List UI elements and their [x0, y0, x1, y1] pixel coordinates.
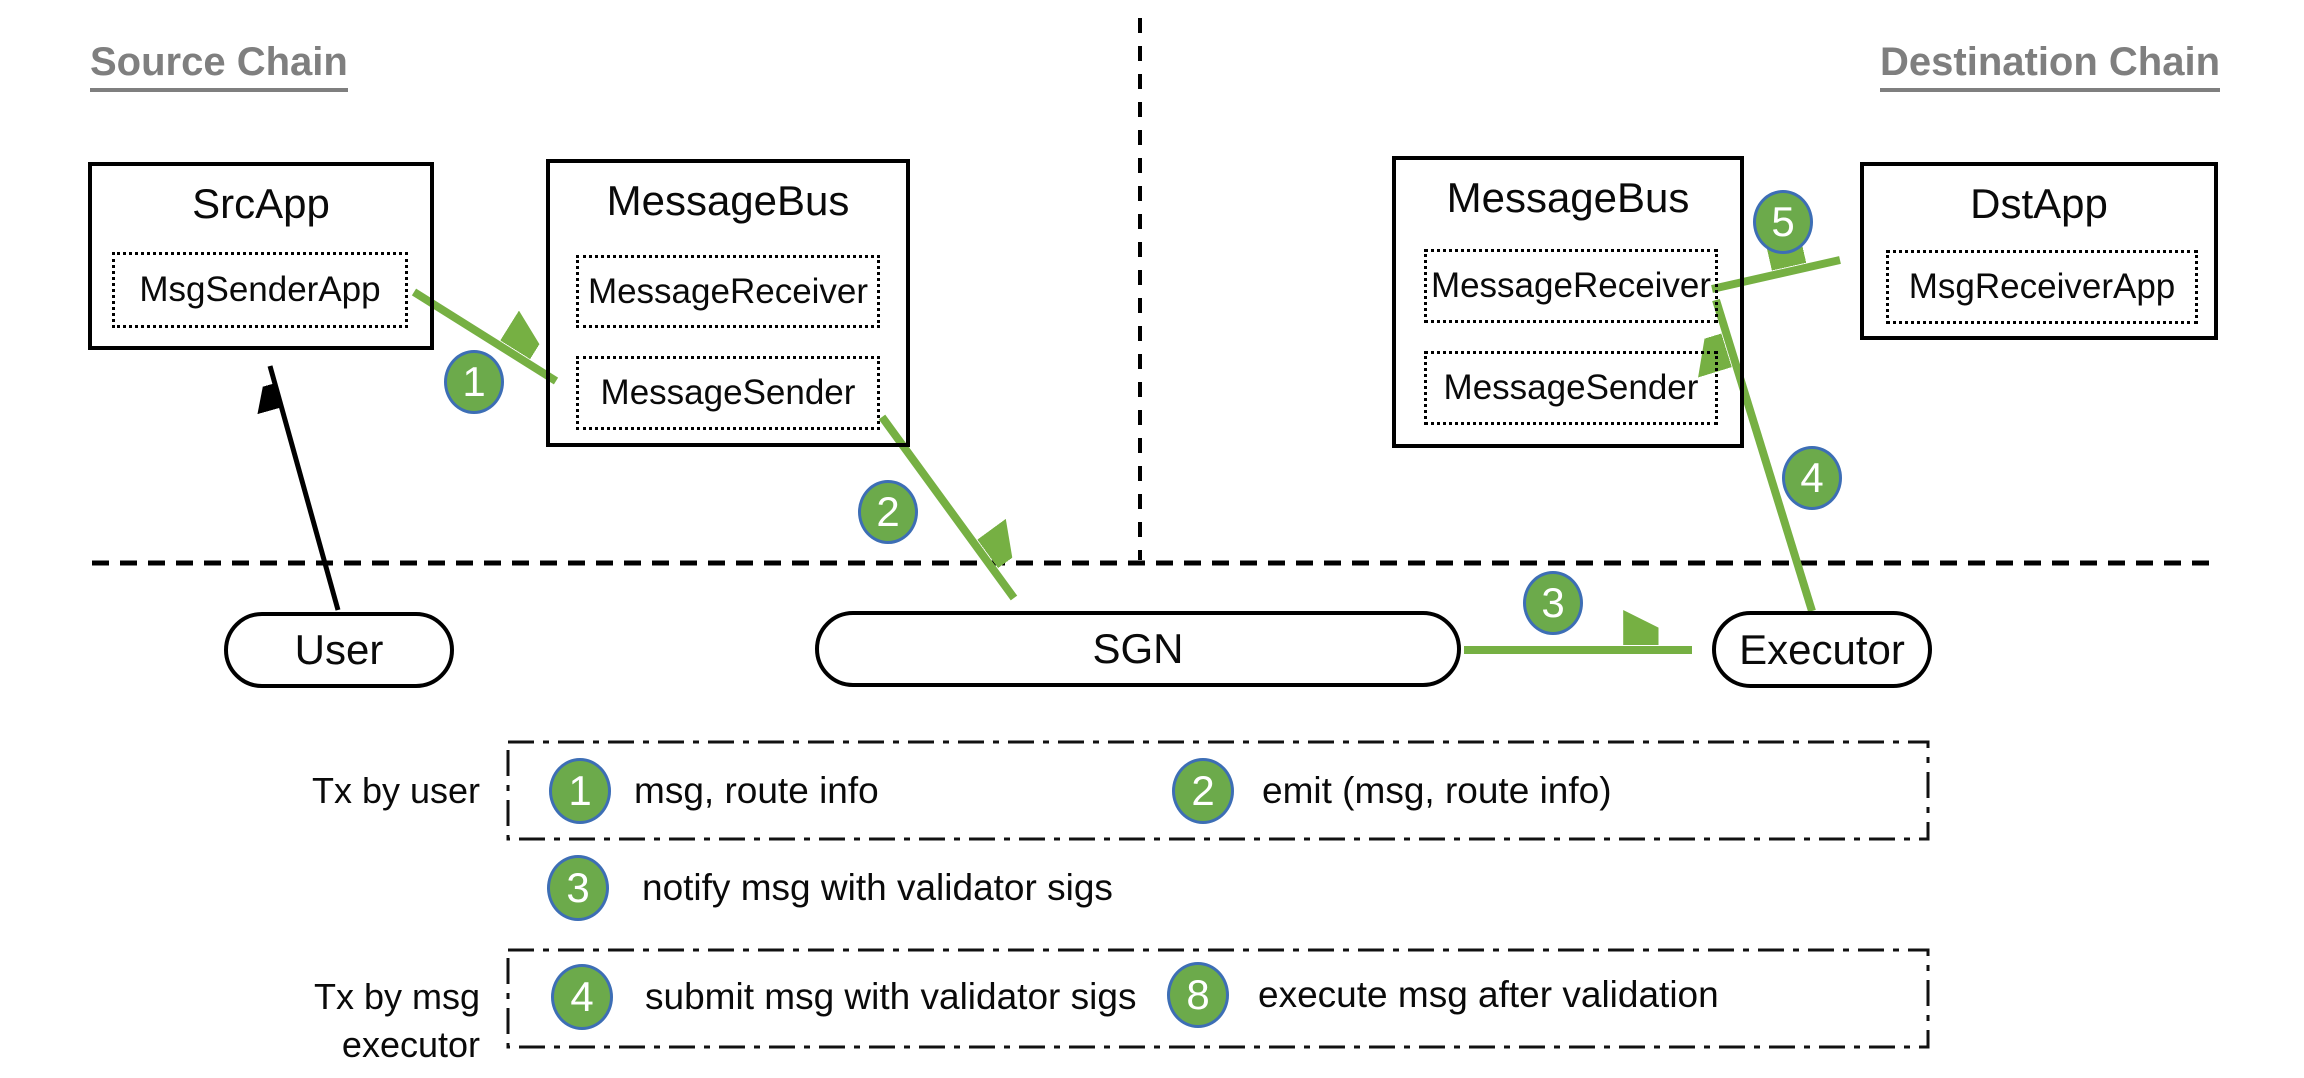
msgsenderapp-label: MsgSenderApp — [139, 270, 381, 309]
destination-chain-heading: Destination Chain — [1880, 40, 2221, 92]
step-badge-5: 5 — [1753, 190, 1813, 254]
messagereceiver-destination-label: MessageReceiver — [1430, 266, 1712, 305]
step-badge-3: 3 — [1523, 571, 1583, 635]
messagesender-source-label: MessageSender — [600, 373, 856, 412]
messagereceiver-destination-box: MessageReceiver — [1424, 249, 1718, 323]
messagesender-source-box: MessageSender — [576, 356, 880, 430]
legend-item-4-text: submit msg with validator sigs — [645, 976, 1137, 1017]
user-label: User — [294, 626, 384, 673]
legend-badge-4: 4 — [551, 964, 613, 1030]
srcapp-title: SrcApp — [192, 180, 330, 227]
legend-item-3-text: notify msg with validator sigs — [642, 867, 1113, 908]
executor-pill: Executor — [1712, 611, 1932, 688]
sgn-label: SGN — [1092, 625, 1184, 672]
messagereceiver-source-box: MessageReceiver — [576, 255, 880, 328]
legend-badge-3: 3 — [547, 855, 609, 921]
messagebus-destination-box: MessageBus MessageReceiver MessageSender — [1392, 156, 1744, 448]
executor-label: Executor — [1739, 625, 1905, 673]
messagebus-source-box: MessageBus MessageReceiver MessageSender — [546, 159, 910, 447]
arrow-2-bus-to-sgn — [878, 414, 1014, 601]
legend-item-8-text: execute msg after validation — [1258, 974, 1719, 1015]
dstapp-title: DstApp — [1970, 180, 2108, 227]
source-chain-heading: Source Chain — [90, 40, 348, 92]
user-pill: User — [224, 612, 454, 688]
messagebus-destination-title: MessageBus — [1446, 174, 1690, 221]
dstapp-box: DstApp MsgReceiverApp — [1860, 162, 2218, 340]
msgreceiverapp-box: MsgReceiverApp — [1886, 250, 2198, 324]
legend-badge-1: 1 — [549, 758, 611, 824]
step-badge-2: 2 — [858, 480, 918, 544]
legend-badge-8: 8 — [1167, 962, 1229, 1028]
sgn-pill: SGN — [815, 611, 1461, 687]
arrow-user-to-srcapp — [270, 365, 341, 611]
step-badge-4: 4 — [1782, 446, 1842, 510]
legend-box-tx-by-executor — [506, 948, 1930, 1049]
messagebus-source-title: MessageBus — [606, 177, 850, 224]
legend-row1-label: Tx by user — [311, 770, 480, 811]
arrow-4-executor-to-receiver — [1716, 298, 1816, 613]
srcapp-box: SrcApp MsgSenderApp — [88, 162, 434, 350]
messagesender-destination-label: MessageSender — [1443, 368, 1699, 407]
arrow-5-receiver-to-dstapp — [1711, 260, 1841, 293]
messagesender-destination-box: MessageSender — [1424, 351, 1718, 425]
legend-item-2-text: emit (msg, route info) — [1262, 770, 1612, 811]
step-badge-1: 1 — [444, 350, 504, 414]
msgsenderapp-box: MsgSenderApp — [112, 252, 408, 328]
arrow-1-msgsender-to-bus — [411, 288, 559, 385]
msgreceiverapp-label: MsgReceiverApp — [1908, 267, 2176, 306]
legend-item-1-text: msg, route info — [634, 770, 879, 811]
legend-row2-label: Tx by msg executor — [313, 976, 480, 1065]
legend-box-tx-by-user — [506, 740, 1930, 841]
legend-badge-2: 2 — [1172, 758, 1234, 824]
messagereceiver-source-label: MessageReceiver — [587, 271, 869, 311]
